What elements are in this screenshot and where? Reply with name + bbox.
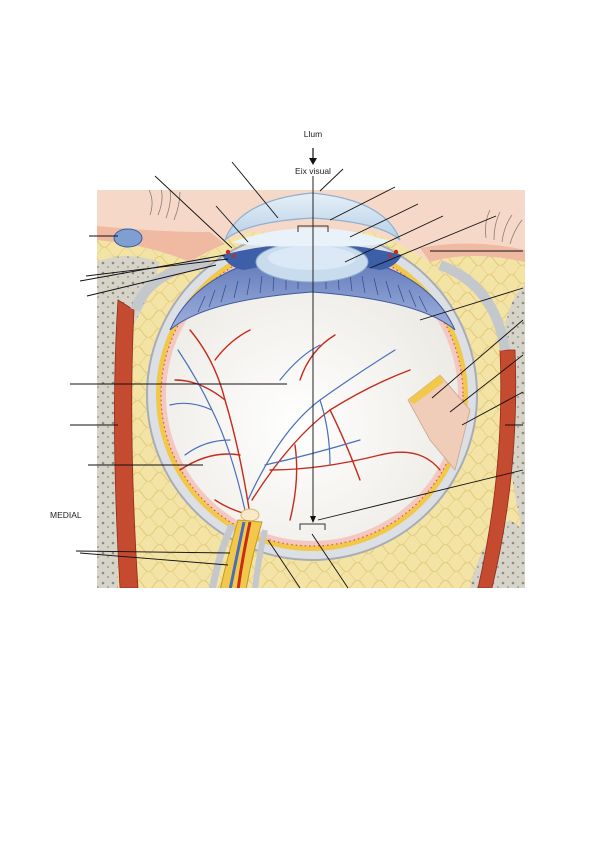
light-label: Llum xyxy=(304,129,322,139)
optic-disc xyxy=(241,509,259,521)
visual-axis-label: Eix visual xyxy=(295,166,331,176)
light-arrow-head xyxy=(309,158,317,165)
eye-illustration xyxy=(97,186,525,590)
medial-label: MEDIAL xyxy=(50,510,82,520)
lacrimal-sac xyxy=(114,229,142,247)
